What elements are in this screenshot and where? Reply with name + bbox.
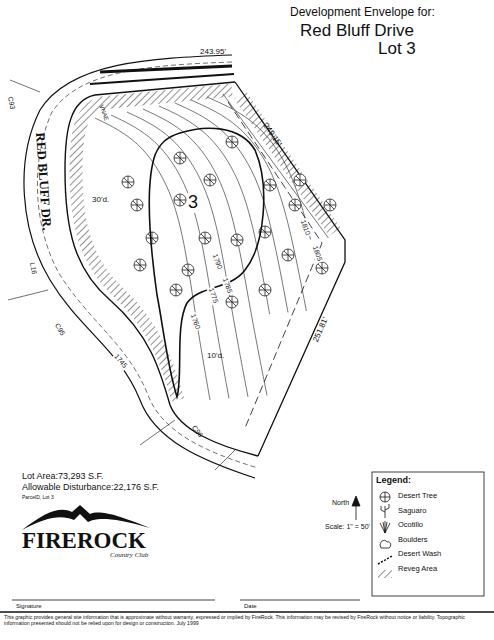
title-line: Lot 3	[378, 40, 416, 59]
legend-entry: Boulders	[398, 536, 428, 544]
legend-entry: Ocotillo	[398, 521, 423, 529]
logo-mountain	[22, 505, 150, 530]
dimension: 243.95'	[200, 48, 226, 57]
curve-label: C95	[53, 322, 66, 337]
setback-note: 10'd.	[207, 352, 224, 361]
north-label: North	[332, 499, 349, 507]
curve-label: C93	[6, 96, 16, 110]
contour-label: 1745	[112, 352, 129, 370]
logo-text: FIREROCK	[22, 528, 146, 553]
date-label: Date	[244, 603, 257, 610]
title-line: Red Bluff Drive	[300, 22, 414, 41]
scale-label: Scale: 1" = 50'	[325, 523, 370, 531]
lot-data: Lot Area:73,293 S.F.	[22, 472, 104, 482]
legend-title: Legend:	[376, 476, 411, 486]
legend-entry: Reveg Area	[398, 565, 437, 573]
legend-entry: Desert Wash	[398, 550, 441, 558]
contour-label: 1785	[221, 276, 234, 295]
lot-data: ParcelD, Lot 3	[22, 495, 54, 501]
street-name: RED BLUFF DR.	[33, 132, 54, 231]
dimension: 251.81'	[312, 316, 331, 343]
setback-note: 30'd.	[92, 196, 109, 205]
lot-data: Allowable Disturbance:22,176 S.F.	[22, 483, 159, 493]
envelope-outline	[145, 125, 270, 405]
signature-label: Signature	[16, 603, 42, 610]
contour-label: 1805	[311, 244, 324, 263]
contour-label: 1810	[299, 218, 312, 237]
lot-number: 3	[187, 193, 199, 213]
contour-label: 1760	[189, 312, 202, 331]
disclaimer: This graphic provides general site infor…	[4, 615, 490, 626]
contour-label: 1775	[207, 286, 220, 305]
development-envelope: 3	[145, 125, 270, 405]
legend-entry: Saguaro	[398, 507, 426, 515]
legend-entry: Desert Tree	[398, 492, 437, 500]
logo-subtext: Country Club	[110, 552, 148, 560]
title: Development Envelope for:	[290, 6, 435, 19]
line-label: L16	[28, 262, 38, 275]
